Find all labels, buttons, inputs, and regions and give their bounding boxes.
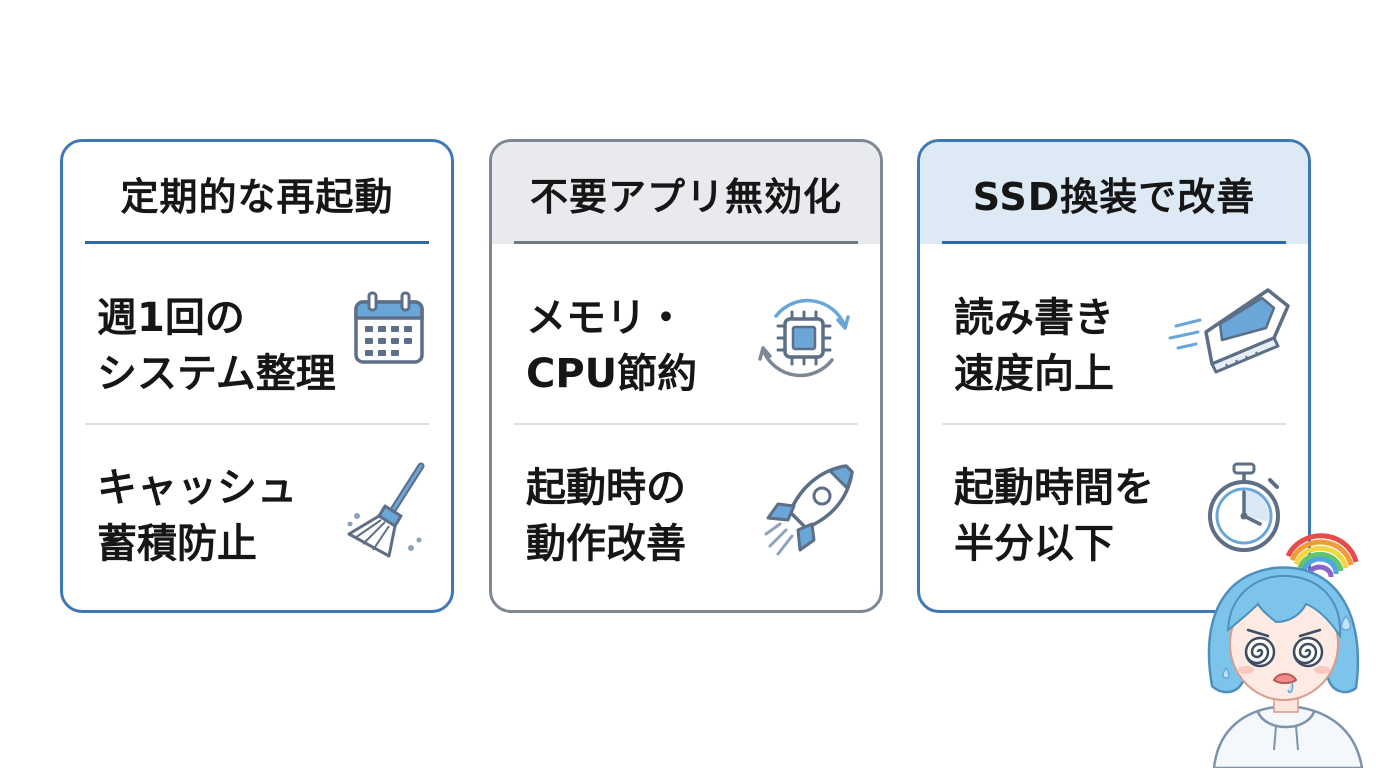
calendar-icon (351, 288, 429, 366)
item-line: CPU節約 (526, 351, 698, 397)
item-line: メモリ・ (526, 295, 686, 341)
item-line: 読み書き (954, 295, 1114, 341)
rocket-icon (760, 460, 860, 564)
card-ssd-upgrade: SSD換装で改善 読み書き 速度向上 起動時間を 半分以下 (917, 139, 1311, 613)
broom-icon (341, 460, 433, 564)
card-item: 読み書き 速度向上 (954, 290, 1194, 402)
divider (85, 423, 429, 425)
card-disable-apps: 不要アプリ無効化 メモリ・ CPU節約 起動時の 動作改善 (489, 139, 883, 613)
stopwatch-icon (1202, 460, 1286, 556)
divider (942, 423, 1286, 425)
card-title: 不要アプリ無効化 (492, 142, 880, 244)
item-line: システム整理 (97, 351, 336, 397)
item-line: 起動時の (526, 465, 686, 511)
item-line: 週1回の (97, 295, 245, 341)
cpu-cycle-icon (748, 282, 860, 392)
item-line: 動作改善 (526, 521, 686, 567)
divider (514, 423, 858, 425)
rainbow-icon (1285, 533, 1359, 578)
title-underline (514, 241, 858, 244)
card-title: SSD換装で改善 (920, 142, 1308, 244)
card-item: 起動時の 動作改善 (526, 460, 766, 572)
item-line: 半分以下 (954, 521, 1114, 567)
card-periodic-restart: 定期的な再起動 週1回の システム整理 キャッシュ 蓄積防止 (60, 139, 454, 613)
card-item: メモリ・ CPU節約 (526, 290, 766, 402)
card-item: 週1回の システム整理 (97, 290, 337, 402)
item-line: 起動時間を (954, 465, 1154, 511)
item-line: キャッシュ (97, 465, 297, 511)
ssd-icon (1166, 282, 1294, 382)
item-line: 速度向上 (954, 351, 1114, 397)
card-item: 起動時間を 半分以下 (954, 460, 1194, 572)
title-underline (942, 241, 1286, 244)
item-line: 蓄積防止 (97, 521, 257, 567)
card-title: 定期的な再起動 (120, 174, 394, 219)
title-underline (85, 241, 429, 244)
mascot-illustration (1196, 518, 1376, 770)
card-item: キャッシュ 蓄積防止 (97, 460, 337, 572)
